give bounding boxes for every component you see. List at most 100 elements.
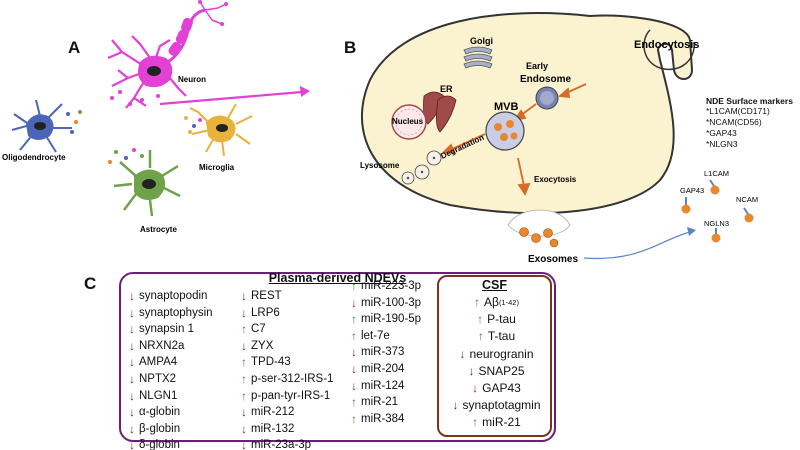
golgi-apparatus bbox=[463, 46, 493, 69]
down-arrow-icon: ↓ bbox=[241, 289, 247, 303]
biomarker-name: miR-384 bbox=[361, 412, 405, 425]
biomarker-row: ↓ZYX bbox=[237, 338, 333, 355]
exosome-to-markers-arrow bbox=[583, 231, 691, 260]
biomarker-name: NPTX2 bbox=[139, 372, 177, 385]
vesicle-label-ncam: NCAM bbox=[736, 195, 758, 204]
biomarker-row: ↓REST bbox=[237, 288, 333, 305]
down-arrow-icon: ↓ bbox=[129, 338, 135, 353]
csf-biomarker-row: ↑Aβ(1-42) bbox=[439, 294, 550, 311]
astrocyte-processes bbox=[113, 150, 181, 217]
biomarker-row: ↓ synaptopodin bbox=[125, 288, 213, 305]
biomarker-row: ↓NLGN1 bbox=[125, 388, 213, 405]
marker-item: *GAP43 bbox=[706, 128, 737, 138]
neuron-arrow bbox=[159, 90, 303, 106]
biomarker-row: ↑miR-190-5p bbox=[347, 311, 421, 328]
biomarker-row: ↑C7 bbox=[237, 321, 333, 338]
biomarker-name: NRXN2a bbox=[139, 339, 185, 352]
down-arrow-icon: ↓ bbox=[241, 405, 247, 420]
biomarker-name: δ-globin bbox=[139, 439, 180, 450]
biomarker-name: synaptophysin bbox=[139, 306, 213, 319]
astrocyte-label: Astrocyte bbox=[140, 225, 177, 234]
endocytosis-label: Endocytosis bbox=[634, 39, 699, 51]
early-endosome-lumen bbox=[540, 91, 554, 105]
biomarker-row: ↓ miR-373 bbox=[347, 344, 421, 361]
biomarker-name: miR-373 bbox=[361, 346, 405, 359]
biomarker-row: ↓ miR-23a-3p bbox=[237, 437, 333, 450]
biomarker-name: miR-190-5p bbox=[361, 313, 422, 326]
biomarker-name: miR-223-3p bbox=[361, 280, 422, 292]
oligodendrocyte-label: Oligodendrocyte bbox=[2, 153, 66, 162]
up-arrow-icon: ↑ bbox=[477, 312, 484, 327]
down-arrow-icon: ↓ bbox=[351, 345, 357, 360]
biomarker-row: ↑let-7e bbox=[347, 328, 421, 345]
microglia-vesicles bbox=[184, 116, 202, 134]
down-arrow-icon: ↓ bbox=[129, 289, 135, 303]
oligodendrocyte-vesicles bbox=[66, 110, 82, 134]
biomarker-name: miR-204 bbox=[361, 362, 405, 375]
csf-biomarker-row: ↓GAP43 bbox=[439, 380, 550, 397]
biomarker-name: ZYX bbox=[251, 339, 274, 352]
lysosomes bbox=[401, 150, 442, 185]
biomarker-name: miR-100-3p bbox=[361, 296, 422, 309]
lysosome-label: Lysosome bbox=[360, 161, 400, 170]
panel-label-a: A bbox=[68, 38, 81, 57]
csf-biomarker-name: GAP43 bbox=[482, 380, 521, 395]
csf-title: CSF bbox=[482, 278, 507, 292]
endoplasmic-reticulum bbox=[423, 91, 457, 133]
ndev-title: Plasma-derived NDEVs bbox=[268, 271, 407, 285]
biomarker-row: ↑ TPD-43 bbox=[237, 354, 333, 371]
biomarker-name: synaptopodin bbox=[139, 290, 208, 302]
down-arrow-icon: ↓ bbox=[351, 361, 357, 376]
up-arrow-icon: ↑ bbox=[241, 322, 247, 337]
csf-biomarker-subscript: (1-42) bbox=[498, 298, 519, 307]
astrocyte-nucleus bbox=[142, 179, 156, 189]
biomarker-name: miR-23a-3p bbox=[251, 439, 312, 450]
up-arrow-icon: ↑ bbox=[241, 355, 247, 370]
csf-biomarker-name: P-tau bbox=[487, 312, 516, 327]
microglia-nucleus bbox=[216, 124, 228, 132]
biomarker-name: miR-21 bbox=[361, 396, 399, 409]
early-endosome-label-2: Endosome bbox=[520, 74, 572, 85]
mvb-intraluminal-vesicles bbox=[494, 120, 518, 141]
down-arrow-icon: ↓ bbox=[129, 421, 135, 436]
vesicle-label-gap43: GAP43 bbox=[680, 186, 704, 195]
biomarker-row: ↓ NRXN2a bbox=[125, 338, 213, 355]
down-arrow-icon: ↓ bbox=[241, 438, 247, 450]
up-arrow-icon: ↑ bbox=[351, 328, 357, 343]
biomarker-row: ↓miR-124 bbox=[347, 378, 421, 395]
up-arrow-icon: ↑ bbox=[241, 388, 247, 403]
down-arrow-icon: ↓ bbox=[129, 371, 135, 386]
biomarker-row: ↓β-globin bbox=[125, 421, 213, 438]
csf-biomarker-row: ↑miR-21 bbox=[439, 414, 550, 431]
down-arrow-icon: ↓ bbox=[459, 346, 466, 361]
vesicle-label-l1cam: L1CAM bbox=[704, 169, 729, 178]
neuron-secreted-vesicles bbox=[110, 90, 160, 106]
csf-biomarker-name: neurogranin bbox=[469, 346, 534, 361]
biomarker-row: ↑p-ser-312-IRS-1 bbox=[237, 371, 333, 388]
microglia-label: Microglia bbox=[199, 163, 235, 172]
down-arrow-icon: ↓ bbox=[129, 405, 135, 420]
up-arrow-icon: ↑ bbox=[241, 371, 247, 386]
neuron-arrow-head bbox=[300, 86, 310, 97]
csf-biomarker-name: Aβ bbox=[484, 295, 499, 309]
oligodendrocyte-processes bbox=[11, 99, 72, 153]
biomarker-row: ↓miR-132 bbox=[237, 421, 333, 438]
ndev-biomarker-box: Plasma-derived NDEVs ↓synaptopodin↓synap… bbox=[119, 271, 556, 450]
ndev-column-1: ↓synaptopodin↓synaptophysin↓synapsin 1↓N… bbox=[125, 288, 213, 450]
early-endosome-label-1: Early bbox=[526, 61, 548, 71]
biomarker-name: miR-124 bbox=[361, 379, 405, 392]
down-arrow-icon: ↓ bbox=[129, 305, 135, 320]
marker-item: *NLGN3 bbox=[706, 139, 738, 149]
neuron-nucleus bbox=[147, 66, 161, 76]
csf-biomarker-row: ↑T-tau bbox=[439, 328, 550, 345]
csf-list: ↑Aβ(1-42)↑P-tau↑T-tau↓neurogranin↓SNAP25… bbox=[439, 294, 550, 432]
biomarker-name: TPD-43 bbox=[251, 356, 291, 369]
csf-biomarker-row: ↓synaptotagmin bbox=[439, 397, 550, 414]
astrocyte-vesicles bbox=[108, 148, 144, 164]
biomarker-row: ↑miR-223-3p bbox=[347, 278, 421, 295]
up-arrow-icon: ↑ bbox=[351, 411, 357, 426]
neuron-label: Neuron bbox=[178, 75, 206, 84]
panel-label-c: C bbox=[84, 274, 97, 293]
biomarker-row: ↓α-globin bbox=[125, 404, 213, 421]
down-arrow-icon: ↓ bbox=[452, 398, 459, 413]
